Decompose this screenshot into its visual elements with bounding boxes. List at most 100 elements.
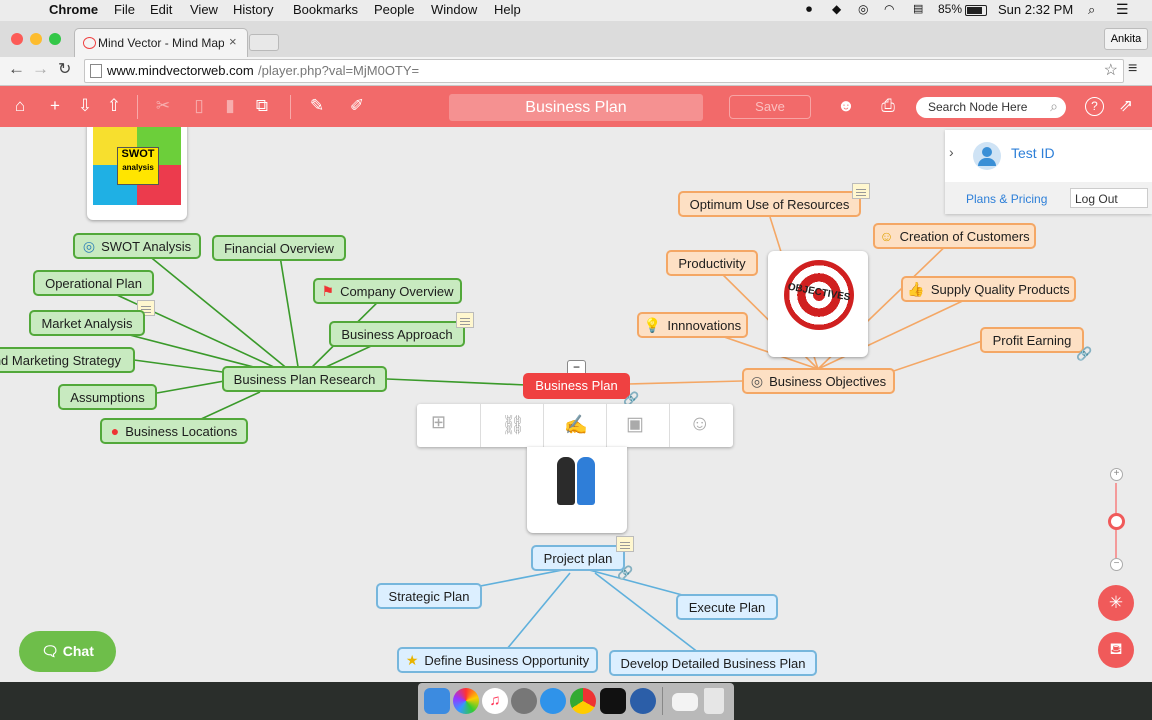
chat-button[interactable]: 🗨 Chat <box>19 631 116 672</box>
menu-bookmarks[interactable]: Bookmarks <box>293 2 359 17</box>
menu-view[interactable]: View <box>190 2 218 17</box>
node-productivity[interactable]: Productivity <box>666 250 758 276</box>
system-preferences-icon[interactable] <box>511 688 537 714</box>
reload-icon[interactable]: ↻ <box>58 61 72 78</box>
chrome-icon[interactable] <box>570 688 596 714</box>
node-define-business-opportunity[interactable]: ★Define Business Opportunity <box>397 647 598 673</box>
chrome-menu-icon[interactable]: ≡ <box>1128 60 1138 77</box>
help-icon[interactable]: ? <box>1085 97 1104 116</box>
menu-help[interactable]: Help <box>494 2 521 17</box>
spotlight-icon[interactable]: ⌕ <box>1088 2 1096 17</box>
node-business-plan-research[interactable]: Business Plan Research <box>222 366 387 392</box>
link-icon[interactable]: 🔗 <box>617 565 634 580</box>
node-company-overview[interactable]: ⚑Company Overview <box>313 278 462 304</box>
zoom-in-icon[interactable]: + <box>1110 468 1123 481</box>
menu-app-name[interactable]: Chrome <box>49 2 99 17</box>
itunes-icon[interactable]: ♫ <box>482 688 508 714</box>
notification-center-icon[interactable]: ☰ <box>1116 1 1129 17</box>
add-user-icon[interactable]: ☻ <box>837 96 855 115</box>
node-execute-plan[interactable]: Execute Plan <box>676 594 778 620</box>
forward-icon[interactable]: → <box>32 59 49 78</box>
battery-icon[interactable] <box>965 5 987 16</box>
flag-icon[interactable]: ▤ <box>913 3 924 15</box>
menu-history[interactable]: History <box>233 2 274 17</box>
address-bar[interactable]: www.mindvectorweb.com /player.php?val=Mj… <box>84 59 1124 83</box>
logout-button[interactable]: Log Out <box>1070 188 1148 208</box>
new-tab-button[interactable] <box>249 34 279 51</box>
note-icon[interactable] <box>456 312 474 328</box>
add-child-node-icon[interactable]: ⊞ <box>431 412 447 432</box>
node-financial-overview[interactable]: Financial Overview <box>212 235 346 261</box>
fit-center-button[interactable]: ✳ <box>1098 585 1134 621</box>
photos-icon[interactable] <box>453 688 479 714</box>
node-business-objectives[interactable]: ◎Business Objectives <box>742 368 895 394</box>
upload-icon[interactable]: ⇧ <box>106 96 122 115</box>
safari-icon[interactable] <box>540 688 566 714</box>
node-business-locations[interactable]: ●Business Locations <box>100 418 248 444</box>
battery-percent[interactable]: 85% <box>938 2 963 16</box>
node-project-plan[interactable]: Project plan <box>531 545 625 571</box>
finder-icon[interactable] <box>424 688 450 714</box>
user-name[interactable]: Test ID <box>1011 145 1055 161</box>
project-image-card[interactable] <box>527 447 627 533</box>
node-marketing-strategy[interactable]: nd Marketing Strategy <box>0 347 135 373</box>
map-title[interactable]: Business Plan <box>449 94 703 121</box>
note-icon[interactable] <box>137 300 155 316</box>
share-icon[interactable]: ⇗ <box>1118 96 1134 115</box>
sync-icon[interactable]: ◎ <box>858 2 869 16</box>
node-develop-detailed-business-plan[interactable]: Develop Detailed Business Plan <box>609 650 817 676</box>
menu-clock[interactable]: Sun 2:32 PM <box>998 2 1074 17</box>
node-innovations[interactable]: 💡Innnovations <box>637 312 748 338</box>
menu-people[interactable]: People <box>374 2 415 17</box>
node-profit-earning[interactable]: Profit Earning <box>980 327 1084 353</box>
highlighter-icon[interactable]: ✎ <box>309 96 325 115</box>
dropbox-icon[interactable]: ◆ <box>832 2 842 16</box>
root-node[interactable]: Business Plan <box>523 373 630 399</box>
link-icon[interactable]: 🔗 <box>623 391 640 406</box>
note-icon[interactable] <box>616 536 634 552</box>
node-swot-analysis[interactable]: ◎SWOT Analysis <box>73 233 201 259</box>
profile-button[interactable]: Ankita <box>1104 28 1148 50</box>
wifi-icon[interactable]: ◠ <box>884 2 895 16</box>
zoom-out-icon[interactable]: − <box>1110 558 1123 571</box>
paste-icon[interactable]: ▮ <box>225 96 235 115</box>
node-assumptions[interactable]: Assumptions <box>58 384 157 410</box>
note-edit-icon[interactable]: ✍ <box>564 415 588 436</box>
search-input[interactable]: Search Node Here <box>928 100 1028 114</box>
objectives-image-card[interactable]: OBJECTIVES <box>768 251 868 357</box>
download-icon[interactable]: ⇩ <box>77 96 93 115</box>
node-strategic-plan[interactable]: Strategic Plan <box>376 583 482 609</box>
copy-icon[interactable]: ▯ <box>194 96 204 115</box>
trash-icon[interactable] <box>704 688 724 714</box>
browser-tab-active[interactable]: Mind Vector - Mind Mappin × <box>74 28 248 58</box>
format-brush-icon[interactable]: ✐ <box>349 96 365 115</box>
note-icon[interactable] <box>852 183 870 199</box>
bookmark-star-icon[interactable]: ☆ <box>1103 62 1118 79</box>
print-icon[interactable]: ⎙ <box>881 96 895 115</box>
back-icon[interactable]: ← <box>8 59 25 78</box>
link-icon[interactable]: 🔗 <box>1076 346 1093 361</box>
zoom-slider-thumb[interactable] <box>1108 513 1125 530</box>
cut-icon[interactable]: ✂ <box>155 96 171 115</box>
emoji-icon[interactable]: ☺ <box>689 412 711 435</box>
record-icon[interactable]: ⏺ <box>806 2 813 16</box>
quicktime-icon[interactable] <box>630 688 656 714</box>
node-market-analysis[interactable]: Market Analysis <box>29 310 145 336</box>
plans-pricing-link[interactable]: Plans & Pricing <box>966 192 1048 206</box>
downloads-stack-icon[interactable] <box>672 693 698 711</box>
node-creation-of-customers[interactable]: ☺Creation of Customers <box>873 223 1036 249</box>
search-box[interactable]: Search Node Here ⌕ <box>916 97 1066 118</box>
menu-window[interactable]: Window <box>431 2 478 17</box>
node-operational-plan[interactable]: Operational Plan <box>33 270 154 296</box>
home-icon[interactable]: ⌂ <box>14 96 26 115</box>
tab-close-icon[interactable]: × <box>229 34 237 49</box>
terminal-icon[interactable] <box>600 688 626 714</box>
node-supply-quality-products[interactable]: 👍Supply Quality Products <box>901 276 1076 302</box>
menu-file[interactable]: File <box>114 2 135 17</box>
save-button[interactable]: Save <box>729 95 811 119</box>
window-zoom-icon[interactable] <box>49 33 61 45</box>
image-icon[interactable]: ▣ <box>626 414 644 435</box>
chevron-right-icon[interactable]: › <box>949 144 954 160</box>
window-close-icon[interactable] <box>11 33 23 45</box>
menu-edit[interactable]: Edit <box>150 2 173 17</box>
